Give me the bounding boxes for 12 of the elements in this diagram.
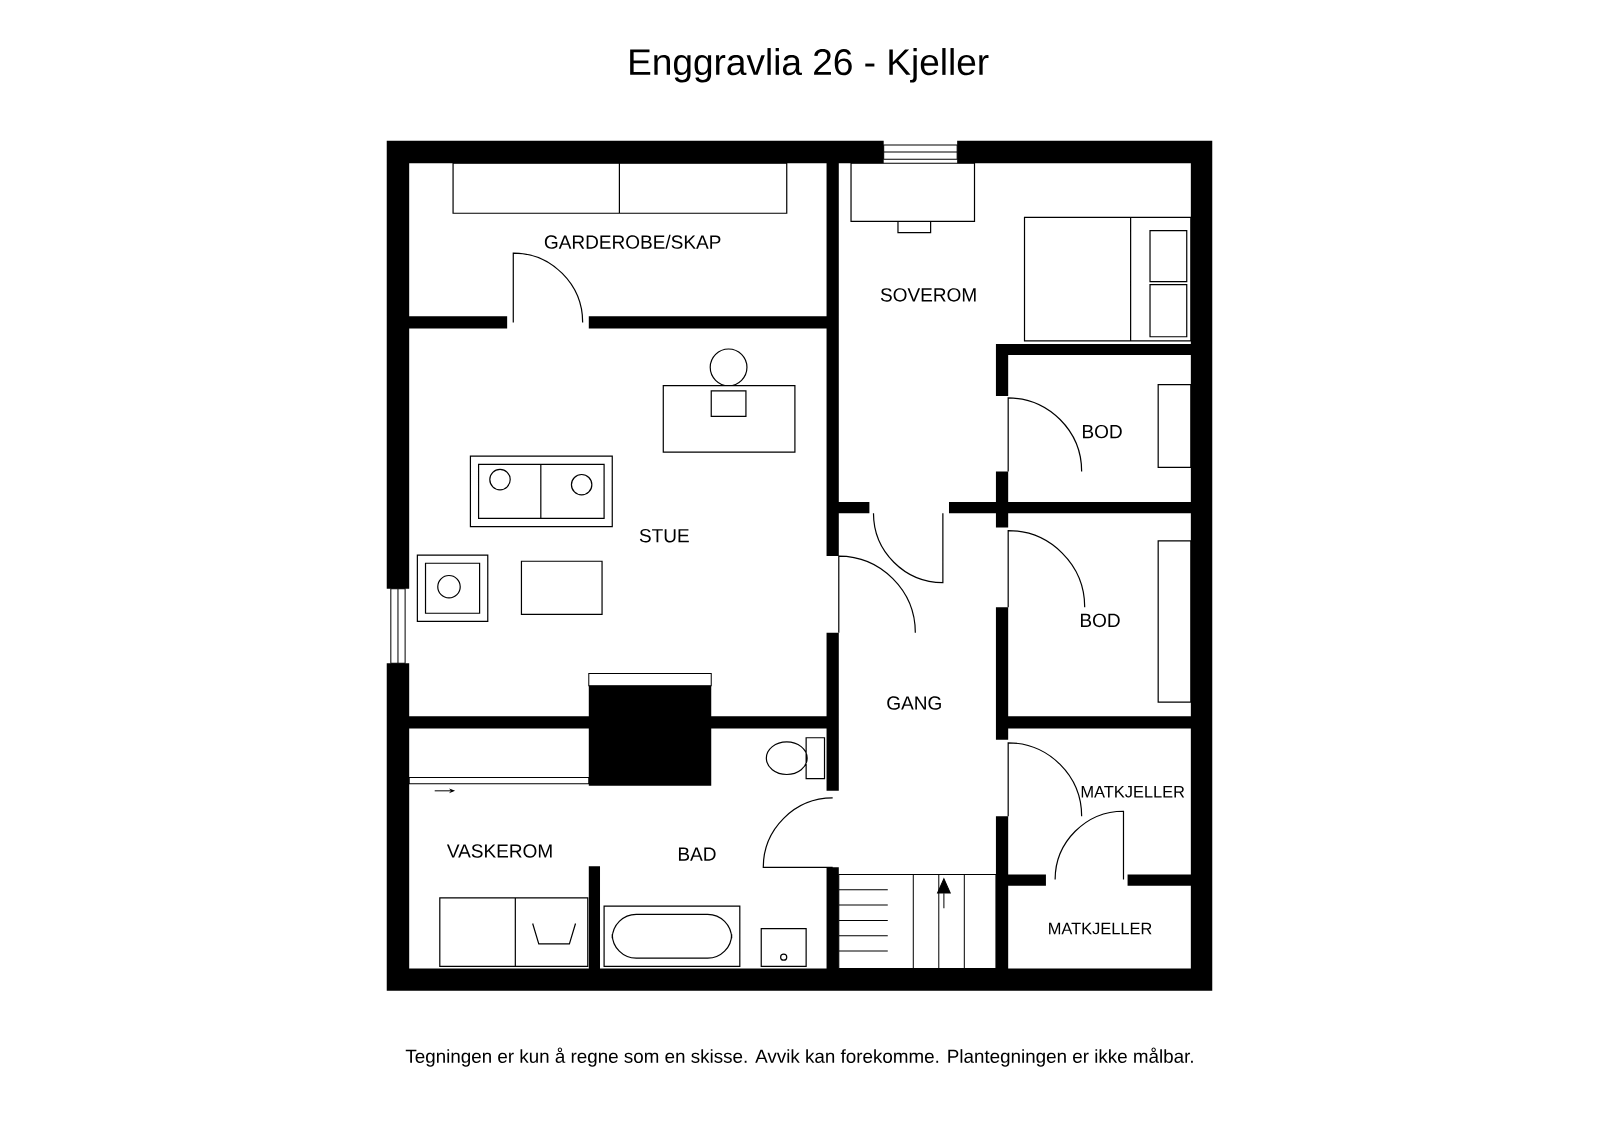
room-label: BOD [1081,613,1120,628]
room-label: GANG [887,696,941,710]
caption: Tegningen er kun å regne som en skisse. Avvik kan forekomme. Plantegningen er ikke målbar. [405,1047,1193,1067]
title: Enggravlia 26 - Kjeller [630,48,989,83]
room-label: GARDEROBE/SKAP [544,235,721,249]
room-label: BAD [679,847,716,861]
room-label: BOD [1083,425,1122,439]
room-label: VASKEROM [446,844,552,858]
room-label: MATKJELLER [1049,923,1152,935]
room-label: SOVEROM [880,288,976,302]
room-label: STUE [639,529,689,543]
room-label: MATKJELLER [1081,786,1185,798]
